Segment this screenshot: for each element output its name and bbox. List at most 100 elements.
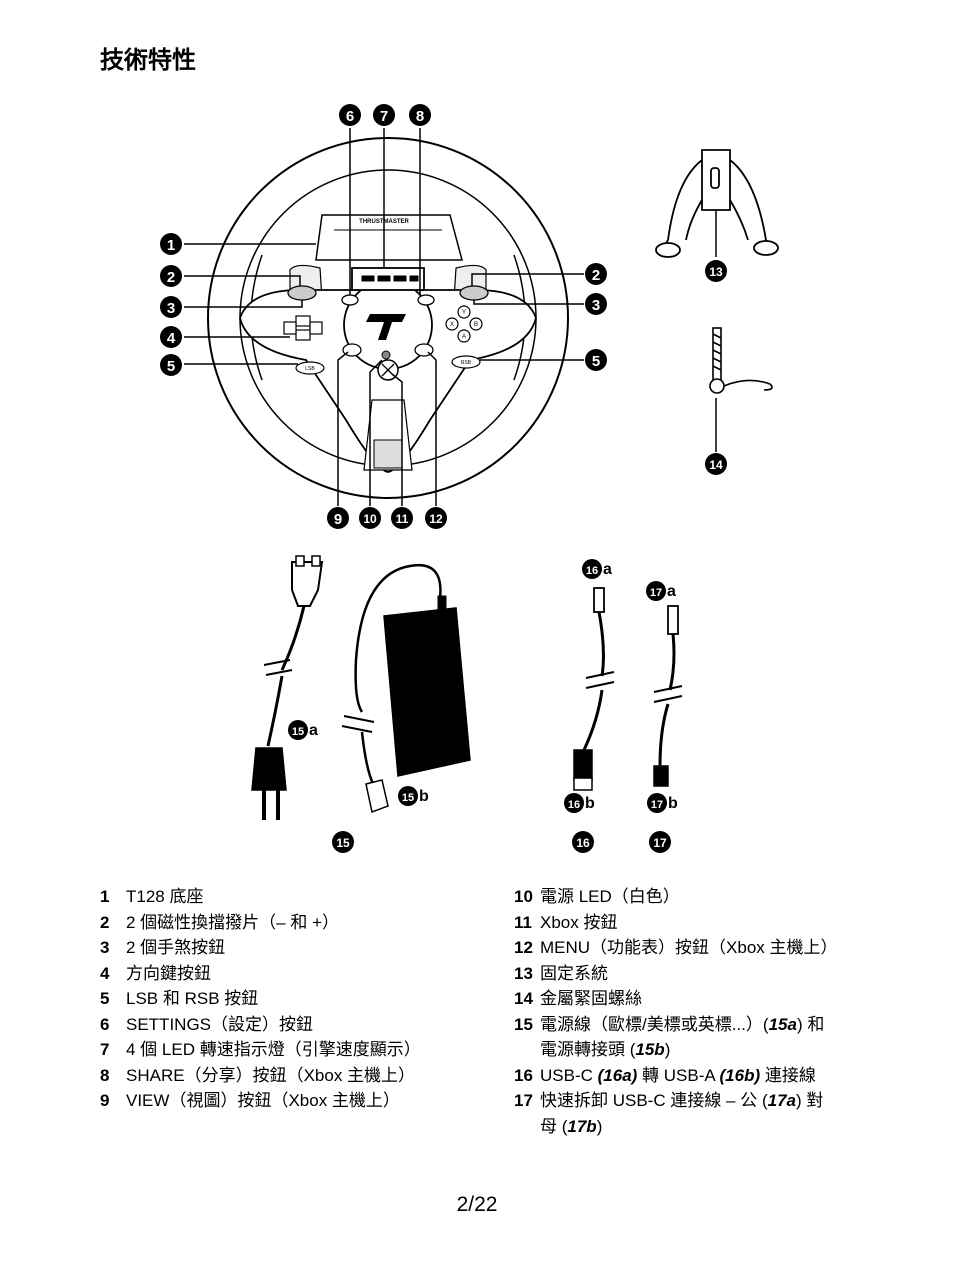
legend-item: 1 T128 底座 xyxy=(100,884,480,910)
legend-text: 金屬緊固螺絲 xyxy=(540,989,642,1008)
legend-text: 電源 LED（白色） xyxy=(540,887,680,906)
callout-2-right: 2 xyxy=(585,263,607,285)
button-mark-x: X xyxy=(450,322,454,328)
legend-text: 電源線（歐標/美標或英標...）(15a) 和電源轉接頭 (15b) xyxy=(540,1014,825,1060)
legend-number: 17 xyxy=(514,1091,533,1110)
legend-number: 7 xyxy=(100,1040,110,1059)
legend-item: 9 VIEW（視圖）按鈕（Xbox 主機上） xyxy=(100,1088,480,1114)
metal-screw xyxy=(709,327,773,394)
legend-number: 2 xyxy=(100,912,110,932)
svg-text:11: 11 xyxy=(396,512,409,526)
svg-text:7: 7 xyxy=(380,108,388,125)
svg-text:5: 5 xyxy=(167,358,175,375)
legend-number: 10 xyxy=(514,887,533,906)
legend-text: SHARE（分享）按鈕（Xbox 主機上） xyxy=(126,1065,416,1085)
legend-number: 11 xyxy=(514,912,532,932)
legend-item: 16 USB-C (16a) 轉 USB-A (16b) 連接線 xyxy=(514,1063,834,1089)
svg-text:15: 15 xyxy=(336,836,350,850)
callout-15: 15 xyxy=(332,831,354,853)
svg-text:b: b xyxy=(419,788,429,805)
callout-9: 9 xyxy=(327,507,349,529)
legend-number: 9 xyxy=(100,1091,110,1110)
svg-text:13: 13 xyxy=(709,265,723,279)
racing-wheel xyxy=(207,137,569,499)
label-17b: 17 b xyxy=(647,793,678,813)
legend-text: USB-C (16a) 轉 USB-A (16b) 連接線 xyxy=(540,1065,816,1085)
legend-text: SETTINGS（設定）按鈕 xyxy=(126,1014,314,1034)
svg-text:6: 6 xyxy=(346,108,354,125)
label-16a: 16 a xyxy=(582,559,612,579)
legend-text: VIEW（視圖）按鈕（Xbox 主機上） xyxy=(126,1091,400,1110)
legend-item: 2 2 個磁性換擋撥片（– 和 +） xyxy=(100,910,480,936)
svg-text:4: 4 xyxy=(167,330,176,347)
callout-8: 8 xyxy=(409,104,431,126)
button-mark-a: A xyxy=(462,334,466,340)
legend-item: 14 金屬緊固螺絲 xyxy=(514,986,834,1012)
svg-text:a: a xyxy=(603,561,612,578)
callout-lines xyxy=(184,128,717,506)
callout-2-left: 2 xyxy=(160,265,182,287)
callout-10: 10 xyxy=(359,507,381,529)
legend-item: 17 快速拆卸 USB-C 連接線 – 公 (17a) 對母 (17b) xyxy=(514,1088,834,1139)
svg-text:16: 16 xyxy=(576,836,590,850)
legend-text: LSB 和 RSB 按鈕 xyxy=(126,989,259,1008)
svg-text:17: 17 xyxy=(650,587,662,599)
callout-14: 14 xyxy=(705,453,727,475)
legend-number: 1 xyxy=(100,887,110,906)
callout-7: 7 xyxy=(373,104,395,126)
page-number: 2/22 xyxy=(456,1193,498,1216)
legend-text: 2 個磁性換擋撥片（– 和 +） xyxy=(126,912,340,932)
callout-3-right: 3 xyxy=(585,293,607,315)
legend-item: 13 固定系統 xyxy=(514,961,834,987)
svg-text:15: 15 xyxy=(402,792,414,804)
svg-text:1: 1 xyxy=(167,237,175,254)
svg-text:15: 15 xyxy=(292,726,304,738)
legend-text: 方向鍵按鈕 xyxy=(126,963,211,983)
legend-text: 2 個手煞按鈕 xyxy=(126,938,226,957)
callout-13: 13 xyxy=(705,260,727,282)
button-mark-y: Y xyxy=(462,310,466,316)
callout-6: 6 xyxy=(339,104,361,126)
callout-17: 17 xyxy=(649,831,671,853)
legend-text: 快速拆卸 USB-C 連接線 – 公 (17a) 對母 (17b) xyxy=(540,1091,824,1136)
label-15b: 15 b xyxy=(398,786,429,806)
callout-5-right: 5 xyxy=(585,349,607,371)
legend-number: 15 xyxy=(514,1014,533,1034)
svg-text:3: 3 xyxy=(592,297,600,314)
svg-text:17: 17 xyxy=(651,799,663,811)
svg-text:b: b xyxy=(668,795,678,812)
legend-number: 13 xyxy=(514,963,533,983)
legend-number: 14 xyxy=(514,989,533,1008)
label-15a: 15 a xyxy=(288,720,318,740)
legend-number: 3 xyxy=(100,938,110,957)
svg-text:a: a xyxy=(309,722,318,739)
svg-text:12: 12 xyxy=(429,512,443,526)
usb-c-to-usb-a-cable xyxy=(573,587,615,791)
legend-number: 16 xyxy=(514,1065,533,1085)
svg-text:16: 16 xyxy=(568,799,580,811)
svg-text:10: 10 xyxy=(363,512,377,526)
clamp-fixing-system xyxy=(655,149,779,258)
product-diagram: THRUSTMASTER Y X B A LSB RSB xyxy=(160,104,779,853)
button-mark-b: B xyxy=(474,322,478,328)
svg-text:9: 9 xyxy=(334,511,342,528)
svg-text:8: 8 xyxy=(416,108,424,125)
svg-text:16: 16 xyxy=(586,565,598,577)
label-17a: 17 a xyxy=(646,581,676,601)
callout-badges: 1 2 2 3 3 4 5 5 6 7 8 9 10 11 12 13 14 1… xyxy=(160,104,727,853)
callout-3-left: 3 xyxy=(160,296,182,318)
legend-number: 12 xyxy=(514,938,533,957)
svg-text:a: a xyxy=(667,583,676,600)
callout-11: 11 xyxy=(391,507,413,529)
legend-number: 4 xyxy=(100,963,110,983)
legend-number: 8 xyxy=(100,1065,110,1085)
legend-text: T128 底座 xyxy=(126,887,204,906)
legend-text: 固定系統 xyxy=(540,963,608,983)
legend-number: 6 xyxy=(100,1014,110,1034)
